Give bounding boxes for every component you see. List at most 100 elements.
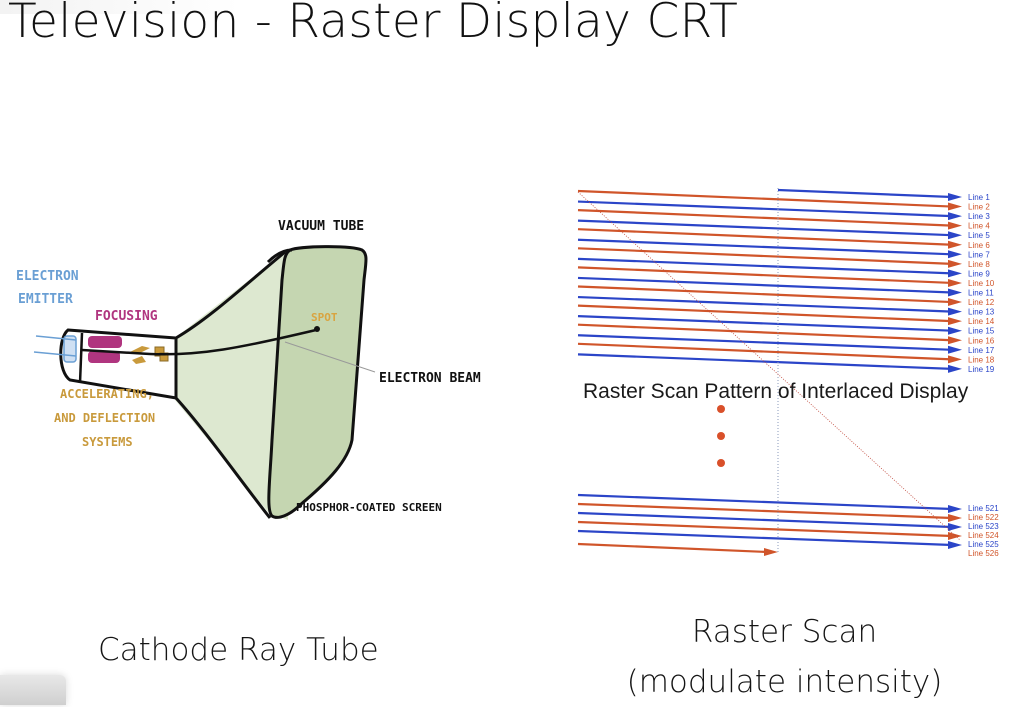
scan-line-label: Line 14 <box>968 317 995 326</box>
scan-line-label: Line 5 <box>968 231 990 240</box>
scan-line <box>577 285 953 304</box>
scan-line-arrowhead <box>948 505 962 513</box>
scan-line-arrowhead <box>948 345 962 354</box>
scan-line-arrowhead <box>948 221 962 230</box>
scan-line-label: Line 13 <box>968 308 995 317</box>
scan-line-label: Line 17 <box>968 346 995 355</box>
scan-line-arrowhead <box>948 541 962 549</box>
scan-line <box>577 266 953 285</box>
presenter-thumbnail <box>0 675 66 705</box>
emitter-wire-bottom <box>33 351 77 357</box>
slide-title: Television - Raster Display CRT <box>8 0 739 49</box>
scan-line-label: Line 9 <box>968 269 990 278</box>
deflection-plate-2 <box>132 356 146 364</box>
label-vacuum-tube: VACUUM TUBE <box>278 219 364 234</box>
scan-line-arrowhead <box>948 523 962 531</box>
scan-line-label: Line 18 <box>968 355 995 364</box>
scan-line <box>577 238 953 256</box>
scan-line <box>577 219 953 237</box>
scan-line <box>577 502 953 520</box>
scan-line-arrowhead <box>948 202 962 211</box>
electron-beam <box>81 328 317 356</box>
raster-caption-line1: Raster Scan <box>691 614 878 650</box>
beam-spot <box>314 326 320 332</box>
video-watermark <box>0 0 240 14</box>
scan-line-label: Line 6 <box>968 241 990 250</box>
scan-line-arrowhead <box>948 317 962 326</box>
scan-line-arrowhead <box>948 193 962 201</box>
scan-line-label: Line 521 <box>968 504 999 513</box>
scan-line-arrowhead <box>948 240 962 249</box>
scan-line <box>577 247 953 265</box>
label-focusing: FOCUSING <box>95 309 158 324</box>
screen-rim <box>266 248 293 264</box>
focusing-coil-top <box>88 336 122 348</box>
scan-line-label: Line 524 <box>968 531 999 540</box>
label-accelerating-3: SYSTEMS <box>82 435 133 449</box>
scan-line <box>577 520 953 538</box>
scan-line <box>577 511 953 529</box>
label-electron-emitter-1: ELECTRON <box>16 269 79 284</box>
scan-line <box>577 342 953 361</box>
scan-line-arrowhead <box>948 298 962 307</box>
crt-funnel-bottom-edge <box>174 396 272 519</box>
scan-line <box>577 323 953 342</box>
scan-line <box>577 353 953 370</box>
raster-pattern-label: Raster Scan Pattern of Interlaced Displa… <box>583 380 969 403</box>
scan-line-arrowhead <box>948 231 962 240</box>
scan-line <box>577 228 953 246</box>
crt-caption: Cathode Ray Tube <box>98 632 379 668</box>
scan-line <box>577 295 953 313</box>
scan-line-label: Line 12 <box>968 298 995 307</box>
scan-line-label: Line 19 <box>968 365 995 374</box>
scan-line-label: Line 526 <box>968 549 999 558</box>
scan-line-arrowhead <box>764 548 778 556</box>
scan-line-label: Line 7 <box>968 250 990 259</box>
scan-line-label: Line 522 <box>968 513 999 522</box>
scan-line-arrowhead <box>948 307 962 316</box>
scan-line-arrowhead <box>948 278 962 287</box>
scan-line-arrowhead <box>948 288 962 297</box>
scan-line <box>577 276 953 294</box>
label-phosphor-screen: PHOSPHOR-COATED SCREEN <box>296 501 442 514</box>
scan-line <box>777 188 953 199</box>
label-spot: SPOT <box>311 311 338 324</box>
scan-line <box>577 304 953 323</box>
scan-line <box>577 542 769 554</box>
scan-line <box>577 189 953 208</box>
scan-line-arrowhead <box>948 336 962 345</box>
scan-line-arrowhead <box>948 250 962 259</box>
scan-line-label: Line 4 <box>968 222 990 231</box>
scan-line-label: Line 3 <box>968 212 990 221</box>
scan-line-arrowhead <box>948 514 962 522</box>
raster-caption: Raster Scan (modulate intensity) <box>612 607 957 707</box>
scan-line-label: Line 2 <box>968 203 990 212</box>
scan-line <box>577 315 953 332</box>
neck-divider <box>78 332 84 384</box>
label-electron-emitter-2: EMITTER <box>18 292 73 307</box>
retrace-line <box>577 191 961 541</box>
scan-line-label: Line 8 <box>968 260 990 269</box>
scan-line <box>577 334 953 351</box>
phosphor-screen <box>267 245 368 519</box>
ellipsis-dot-1 <box>717 405 725 413</box>
raster-caption-line2: (modulate intensity) <box>626 664 943 700</box>
scan-line-label: Line 1 <box>968 193 990 202</box>
electron-beam-pointer <box>284 341 376 373</box>
scan-line-arrowhead <box>948 326 962 335</box>
label-electron-beam: ELECTRON BEAM <box>379 371 481 386</box>
scan-line <box>577 493 953 511</box>
scan-line-label: Line 525 <box>968 540 999 549</box>
scan-line-label: Line 523 <box>968 522 999 531</box>
scan-line <box>577 209 953 227</box>
scan-line-label: Line 16 <box>968 336 995 345</box>
scan-line-arrowhead <box>948 364 962 373</box>
ellipsis-dot-3 <box>717 459 725 467</box>
scan-line-label: Line 10 <box>968 279 995 288</box>
scan-line-arrowhead <box>948 269 962 278</box>
scan-line-arrowhead <box>948 355 962 364</box>
